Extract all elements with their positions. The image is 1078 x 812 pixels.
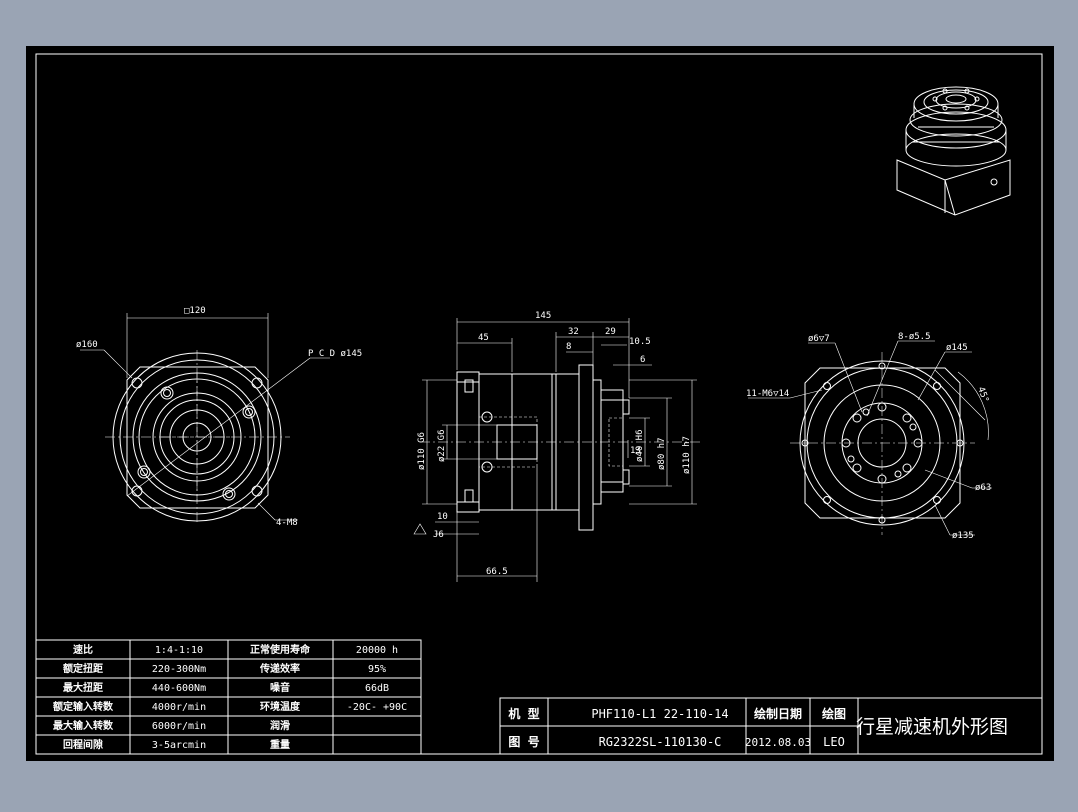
side-dim-80-h7: ø80 h7 <box>657 437 667 470</box>
side-dim-32: 32 <box>568 327 579 337</box>
model-value: PHF110-L1 22-110-14 <box>591 707 728 721</box>
drawing-no-value: RG2322SL-110130-C <box>599 735 722 749</box>
output-dim-145: ø145 <box>946 343 968 353</box>
side-dim-j6: J6 <box>433 530 444 540</box>
date-label: 绘制日期 <box>754 706 802 721</box>
spec-r5c1: 3-5arcmin <box>152 740 206 751</box>
spec-r1c0: 额定扭距 <box>63 662 103 675</box>
side-dim-66-5: 66.5 <box>486 567 508 577</box>
spec-table-text: 速比 1:4-1:10 正常使用寿命 20000 h 额定扭距 220-300N… <box>53 643 407 751</box>
side-dim-6: 6 <box>640 355 645 365</box>
side-dim-22-g6: ø22 G6 <box>437 429 447 462</box>
spec-r5c0: 回程间隙 <box>63 738 103 751</box>
spec-r3c3: -20C- +90C <box>347 702 407 713</box>
spec-r4c1: 6000r/min <box>152 721 206 732</box>
front-dim-square: □120 <box>184 306 206 316</box>
spec-r4c0: 最大输入转数 <box>53 719 114 732</box>
side-dim-29: 29 <box>605 327 616 337</box>
side-dim-110-h7: ø110 h7 <box>682 436 692 474</box>
spec-r0c3: 20000 h <box>356 645 398 656</box>
side-dim-8: 8 <box>566 342 571 352</box>
spec-r3c2: 环境温度 <box>260 700 301 713</box>
side-dim-45: 45 <box>478 333 489 343</box>
spec-r1c1: 220-300Nm <box>152 664 206 675</box>
spec-r2c3: 66dB <box>365 683 389 694</box>
output-dim-11-m6: 11-M6▽14 <box>746 389 789 399</box>
drawing-title: 行星减速机外形图 <box>856 716 1008 738</box>
side-dim-10-5: 10.5 <box>629 337 651 347</box>
spec-r1c2: 传递效率 <box>259 662 300 675</box>
spec-r1c3: 95% <box>368 664 386 675</box>
spec-r0c0: 速比 <box>73 643 93 656</box>
drawer-label: 绘图 <box>822 706 846 721</box>
spec-r3c1: 4000r/min <box>152 702 206 713</box>
title-block <box>499 697 1043 755</box>
date-value: 2012.08.03 <box>745 736 811 749</box>
spec-r2c0: 最大扭距 <box>63 681 103 694</box>
front-dim-holes: 4-M8 <box>276 518 298 528</box>
side-dim-13: 13 <box>630 446 641 456</box>
output-view <box>748 340 992 536</box>
side-dim-10: 10 <box>437 512 448 522</box>
output-dim-8-holes: 8-ø5.5 <box>898 332 931 342</box>
drawing-no-label: 图 号 <box>508 734 539 749</box>
title-block-text: 机 型 PHF110-L1 22-110-14 图 号 RG2322SL-110… <box>508 706 1008 749</box>
side-view <box>413 318 700 582</box>
front-view <box>80 313 330 525</box>
front-dim-diameter: ø160 <box>76 340 98 350</box>
spec-r3c0: 额定输入转数 <box>53 700 114 713</box>
model-label: 机 型 <box>508 706 539 721</box>
side-dim-total: 145 <box>535 311 551 321</box>
drawer-value: LEO <box>823 735 845 749</box>
spec-r0c2: 正常使用寿命 <box>250 643 311 656</box>
spec-r4c2: 润滑 <box>270 719 290 732</box>
side-dim-40-h6: ø40 H6 <box>635 429 645 462</box>
spec-table <box>35 639 422 755</box>
spec-r2c2: 噪音 <box>270 681 290 694</box>
spec-r0c1: 1:4-1:10 <box>155 645 203 656</box>
side-dim-110-g6: ø110 G6 <box>417 432 427 470</box>
output-dim-135: ø135 <box>952 531 974 541</box>
output-dim-6t7: ø6▽7 <box>808 334 830 344</box>
spec-r5c2: 重量 <box>270 738 290 751</box>
iso-view-gearbox <box>896 86 1011 216</box>
output-dim-63: ø63 <box>975 483 991 493</box>
spec-r2c1: 440-600Nm <box>152 683 206 694</box>
front-dim-pcd: P C D ø145 <box>308 349 362 359</box>
